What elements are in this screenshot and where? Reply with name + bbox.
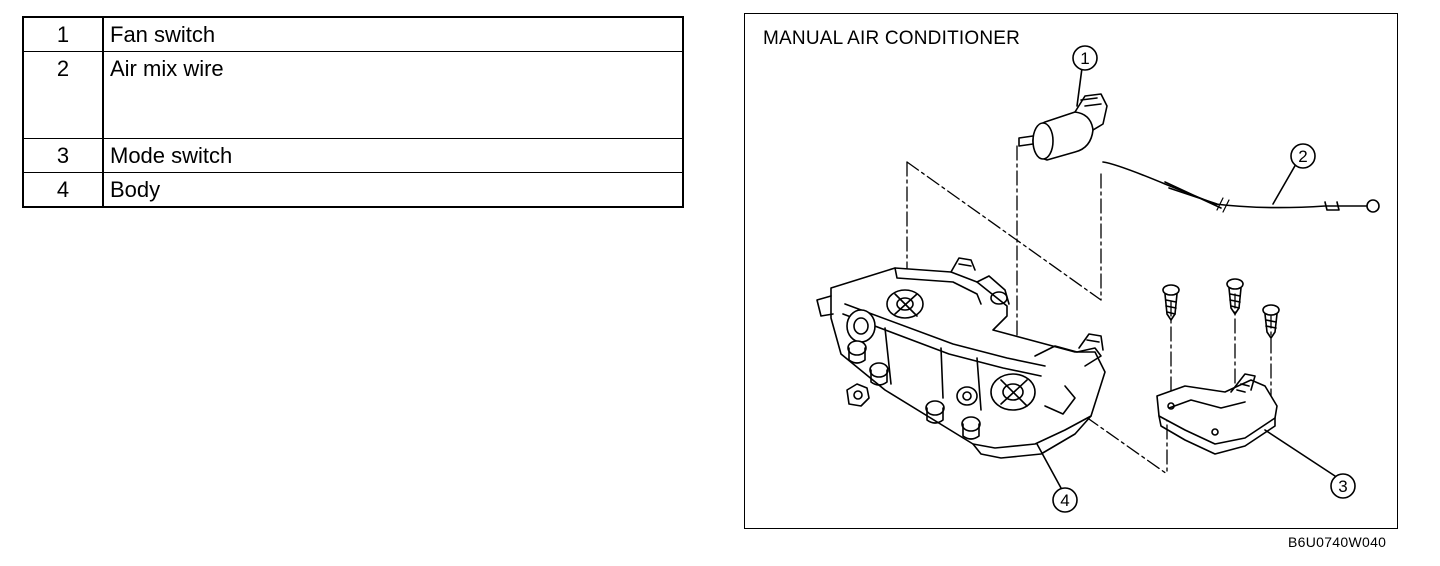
callout-circle: [1330, 473, 1356, 499]
figure-title: MANUAL AIR CONDITIONER: [763, 28, 1021, 49]
table-row: 3 Mode switch: [22, 138, 684, 173]
part-number: 4: [22, 172, 104, 208]
callout-number: 1: [1080, 49, 1089, 68]
mode-switch-drawing: [1156, 373, 1278, 455]
leader-line: [1036, 443, 1062, 489]
table-row: 4 Body: [22, 172, 684, 208]
parts-legend-table: 1 Fan switch 2 Air mix wire 3 Mode switc…: [22, 16, 684, 208]
table-row: 2 Air mix wire: [22, 51, 684, 139]
callout-circle: [1052, 487, 1078, 513]
control-body-drawing: [816, 257, 1106, 459]
figure-code: B6U0740W040: [1288, 534, 1387, 550]
exploded-view-figure: MANUAL AIR CONDITIONER 1 2: [744, 13, 1398, 529]
callout-number: 4: [1060, 491, 1069, 510]
exploded-diagram: 1 2: [816, 45, 1380, 513]
screw-drawings: [1162, 278, 1280, 339]
callout-number: 3: [1338, 477, 1347, 496]
part-name: Mode switch: [102, 138, 684, 173]
part-number: 2: [22, 51, 104, 139]
part-name: Air mix wire: [102, 51, 684, 139]
table-row: 1 Fan switch: [22, 16, 684, 52]
part-number: 1: [22, 16, 104, 52]
leader-line: [1076, 67, 1083, 107]
leader-line: [1264, 429, 1336, 477]
part-number: 3: [22, 138, 104, 173]
leader-line: [1272, 163, 1297, 205]
air-mix-wire-drawing: [1102, 161, 1380, 213]
callout-circle: [1290, 143, 1316, 169]
callout-number: 2: [1298, 147, 1307, 166]
part-name: Body: [102, 172, 684, 208]
callout-circle: [1072, 45, 1098, 71]
part-name: Fan switch: [102, 16, 684, 52]
fan-switch-drawing: [1018, 93, 1108, 161]
